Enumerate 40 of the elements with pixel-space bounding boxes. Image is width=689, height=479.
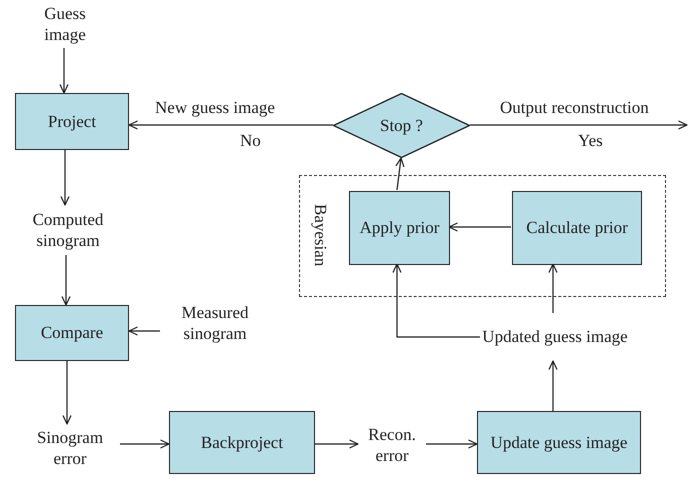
process-box bbox=[477, 411, 641, 474]
node-text: Guess image bbox=[43, 2, 87, 46]
arrow bbox=[470, 120, 688, 130]
arrow bbox=[315, 439, 359, 449]
arrow bbox=[392, 263, 480, 338]
arrow bbox=[548, 263, 558, 313]
process-box bbox=[15, 305, 129, 361]
arrow bbox=[395, 157, 405, 190]
node-text: Calculate prior bbox=[526, 217, 628, 239]
process-box bbox=[169, 411, 315, 474]
node-text: Computed sinogram bbox=[32, 208, 104, 252]
arrow bbox=[61, 255, 71, 306]
arrow bbox=[60, 150, 70, 206]
node-text: Update guess image bbox=[490, 432, 628, 454]
node-text: Recon. error bbox=[367, 424, 417, 466]
edge-label: New guess image bbox=[155, 99, 275, 116]
node-text: Apply prior bbox=[360, 217, 440, 239]
node-text: Backproject bbox=[200, 432, 284, 454]
arrow bbox=[128, 120, 333, 130]
dashed-group-frame bbox=[299, 175, 666, 297]
process-box bbox=[15, 93, 129, 150]
arrow bbox=[128, 326, 160, 336]
node-text: Sinogram error bbox=[36, 426, 104, 470]
node-text: Stop ? bbox=[380, 114, 423, 136]
arrow bbox=[59, 48, 69, 94]
branch-label: No bbox=[240, 132, 261, 149]
node-text: Measured sinogram bbox=[180, 302, 250, 344]
node-text: Updated guess image bbox=[482, 326, 628, 348]
node-text: Project bbox=[48, 110, 96, 132]
edge-label: Output reconstruction bbox=[500, 99, 649, 116]
branch-label: Yes bbox=[578, 132, 603, 149]
group-label: Bayesian bbox=[312, 204, 329, 266]
arrow bbox=[120, 439, 170, 449]
arrow bbox=[448, 222, 511, 232]
arrow bbox=[548, 360, 558, 411]
process-box bbox=[512, 191, 642, 265]
arrow bbox=[426, 439, 478, 449]
node-text: Compare bbox=[40, 322, 104, 344]
arrow bbox=[62, 361, 72, 425]
process-box bbox=[349, 191, 450, 265]
